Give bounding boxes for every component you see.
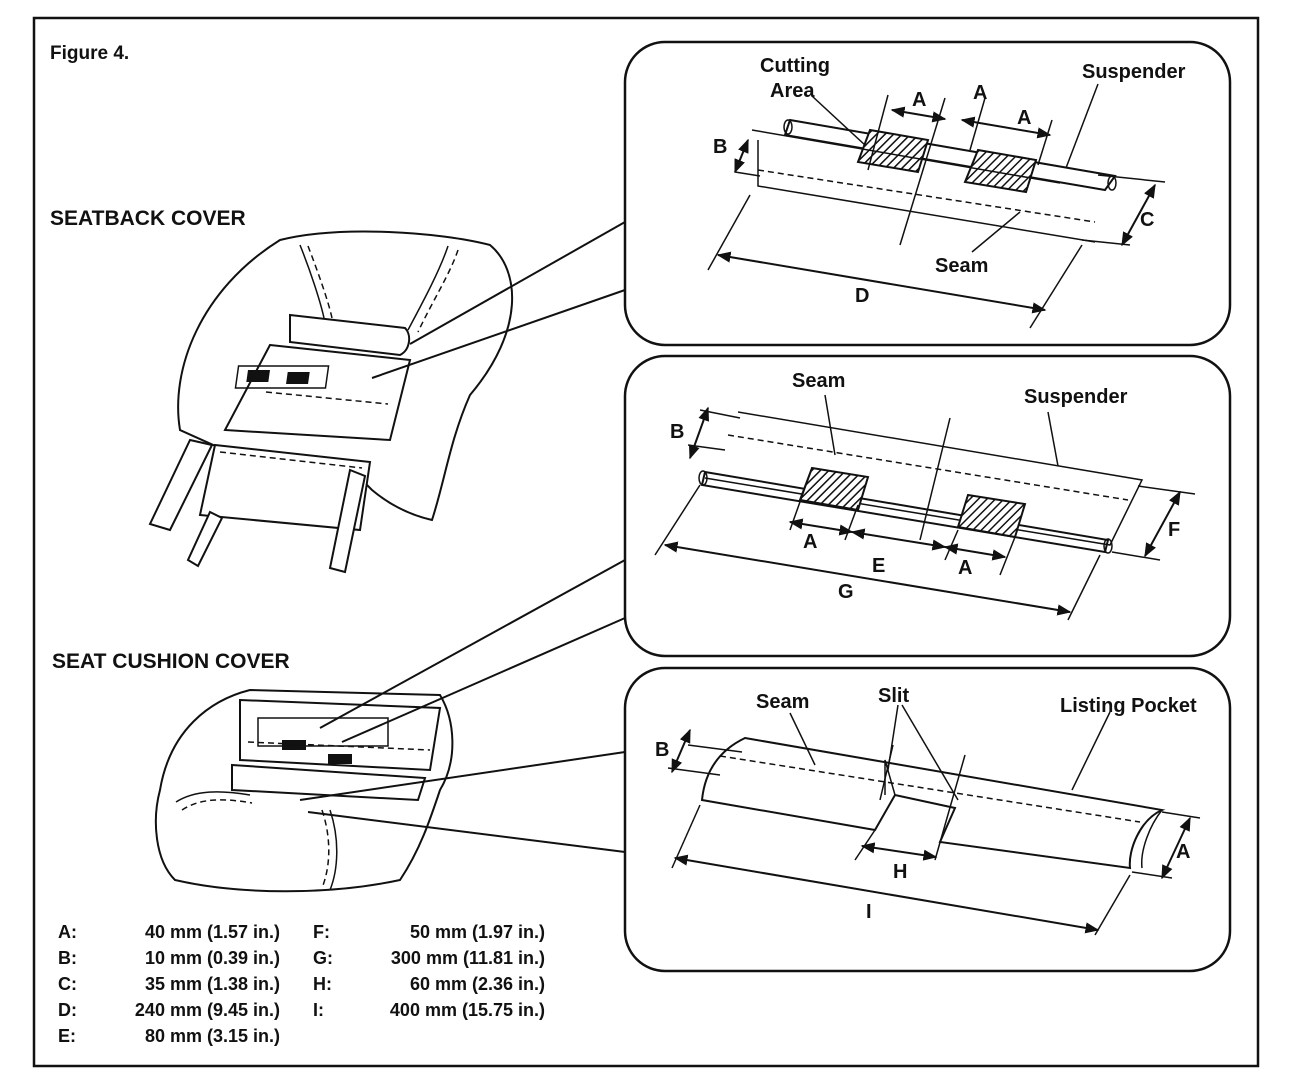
figure-title: Figure 4.	[50, 43, 129, 64]
seam-label-2: Seam	[792, 370, 845, 392]
dim-a-6: A	[1176, 841, 1190, 863]
seatback-cover-label: SEATBACK COVER	[50, 207, 246, 230]
dim-b-2: B	[670, 421, 684, 443]
legend-key-g: G:	[313, 948, 333, 968]
seam-label-3: Seam	[756, 691, 809, 713]
legend-value-e: 80 mm (3.15 in.)	[145, 1026, 280, 1046]
legend-key-i: I:	[313, 1000, 324, 1020]
dim-f: F	[1168, 519, 1180, 541]
dim-b-3: B	[655, 739, 669, 761]
dim-g: G	[838, 581, 854, 603]
figure-border	[32, 16, 1260, 1068]
area-label: Area	[770, 80, 815, 102]
dim-a-5: A	[958, 557, 972, 579]
dim-d: D	[855, 285, 869, 307]
dim-h: H	[893, 861, 907, 883]
legend-key-c: C:	[58, 974, 77, 994]
legend-key-b: B:	[58, 948, 77, 968]
legend-value-f: 50 mm (1.97 in.)	[410, 922, 545, 942]
seam-label-1: Seam	[935, 255, 988, 277]
legend-key-d: D:	[58, 1000, 77, 1020]
seat-cushion-cover-label: SEAT CUSHION COVER	[52, 650, 290, 673]
dim-a-4: A	[803, 531, 817, 553]
dim-a-1: A	[912, 89, 926, 111]
dim-c: C	[1140, 209, 1154, 231]
dim-a-3: A	[1017, 107, 1031, 129]
panel-cushion-detail: Seam Suspender B A E A F G	[623, 354, 1232, 658]
cushion-illustration	[154, 559, 626, 893]
legend-value-i: 400 mm (15.75 in.)	[390, 1000, 545, 1020]
cutting-label: Cutting	[760, 55, 830, 77]
panel-seatback-detail: Cutting Area Suspender Seam A A A B C D	[623, 40, 1232, 347]
suspender-label-2: Suspender	[1024, 386, 1128, 408]
panel-listing-pocket-detail: Seam Slit Listing Pocket B H A I	[623, 666, 1232, 973]
legend-key-a: A:	[58, 922, 77, 942]
listing-pocket-label: Listing Pocket	[1060, 695, 1197, 717]
legend-value-b: 10 mm (0.39 in.)	[145, 948, 280, 968]
legend-value-h: 60 mm (2.36 in.)	[410, 974, 545, 994]
legend-value-a: 40 mm (1.57 in.)	[145, 922, 280, 942]
legend-value-d: 240 mm (9.45 in.)	[135, 1000, 280, 1020]
slit-label: Slit	[878, 685, 909, 707]
legend-value-g: 300 mm (11.81 in.)	[391, 948, 545, 968]
legend-value-c: 35 mm (1.38 in.)	[145, 974, 280, 994]
dim-b-1: B	[713, 136, 727, 158]
suspender-label-1: Suspender	[1082, 61, 1186, 83]
seatback-illustration	[148, 221, 626, 574]
legend-key-e: E:	[58, 1026, 76, 1046]
dim-a-2: A	[973, 82, 987, 104]
dimension-legend: A: 40 mm (1.57 in.) B: 10 mm (0.39 in.) …	[58, 922, 545, 1046]
legend-key-f: F:	[313, 922, 330, 942]
dim-e: E	[872, 555, 885, 577]
legend-key-h: H:	[313, 974, 332, 994]
dim-i: I	[866, 901, 872, 923]
